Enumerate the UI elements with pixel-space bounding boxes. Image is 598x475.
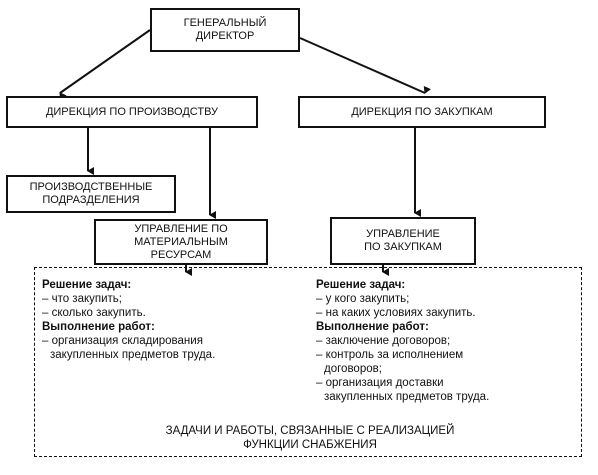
left-column: Решение задач: – что закупить; – сколько… — [42, 278, 312, 362]
material-resources-label: УПРАВЛЕНИЕ ПО МАТЕРИАЛЬНЫМ РЕСУРСАМ — [134, 222, 228, 261]
procurement-management-box: УПРАВЛЕНИЕ ПО ЗАКУПКАМ — [330, 217, 476, 265]
right-work-item: – заключение договоров; — [316, 335, 451, 347]
left-task-item: – сколько закупить. — [42, 307, 146, 319]
right-work-item: – контроль за исполнением — [316, 349, 464, 361]
right-work-item: – организация доставки — [316, 377, 444, 389]
production-units-label: ПРОИЗВОДСТВЕННЫЕ ПОДРАЗДЕЛЕНИЯ — [29, 181, 153, 206]
right-tasks-heading: Решение задач: — [316, 279, 406, 291]
procurement-directorate-label: ДИРЕКЦИЯ ПО ЗАКУПКАМ — [351, 105, 493, 118]
production-units-box: ПРОИЗВОДСТВЕННЫЕ ПОДРАЗДЕЛЕНИЯ — [6, 175, 176, 213]
right-work-item: закупленных предметов труда. — [324, 391, 490, 403]
left-tasks-heading: Решение задач: — [42, 279, 132, 291]
left-task-item: – что закупить; — [42, 293, 122, 305]
production-directorate-label: ДИРЕКЦИЯ ПО ПРОИЗВОДСТВУ — [45, 105, 219, 118]
procurement-directorate-box: ДИРЕКЦИЯ ПО ЗАКУПКАМ — [298, 96, 546, 128]
production-directorate-box: ДИРЕКЦИЯ ПО ПРОИЗВОДСТВУ — [6, 96, 258, 128]
right-task-item: – на каких условиях закупить. — [316, 307, 476, 319]
right-task-item: – у кого закупить; — [316, 293, 410, 305]
right-column: Решение задач: – у кого закупить; – на к… — [316, 278, 578, 404]
arrow-ceo-production — [59, 29, 151, 101]
left-works-heading: Выполнение работ: — [42, 321, 155, 333]
procurement-management-label: УПРАВЛЕНИЕ ПО ЗАКУПКАМ — [364, 228, 442, 253]
supply-functions-frame — [34, 267, 582, 457]
left-work-item: – организация складирования — [42, 335, 203, 347]
arrow-ceo-procurement — [299, 37, 432, 94]
frame-caption: ЗАДАЧИ И РАБОТЫ, СВЯЗАННЫЕ С РЕАЛИЗАЦИЕЙ… — [165, 425, 455, 451]
general-director-box: ГЕНЕРАЛЬНЫЙ ДИРЕКТОР — [150, 8, 300, 52]
right-works-heading: Выполнение работ: — [316, 321, 429, 333]
left-work-item: закупленных предметов труда. — [50, 349, 216, 361]
material-resources-box: УПРАВЛЕНИЕ ПО МАТЕРИАЛЬНЫМ РЕСУРСАМ — [94, 219, 268, 265]
right-work-item: договоров; — [324, 363, 382, 375]
general-director-label: ГЕНЕРАЛЬНЫЙ ДИРЕКТОР — [183, 17, 267, 42]
